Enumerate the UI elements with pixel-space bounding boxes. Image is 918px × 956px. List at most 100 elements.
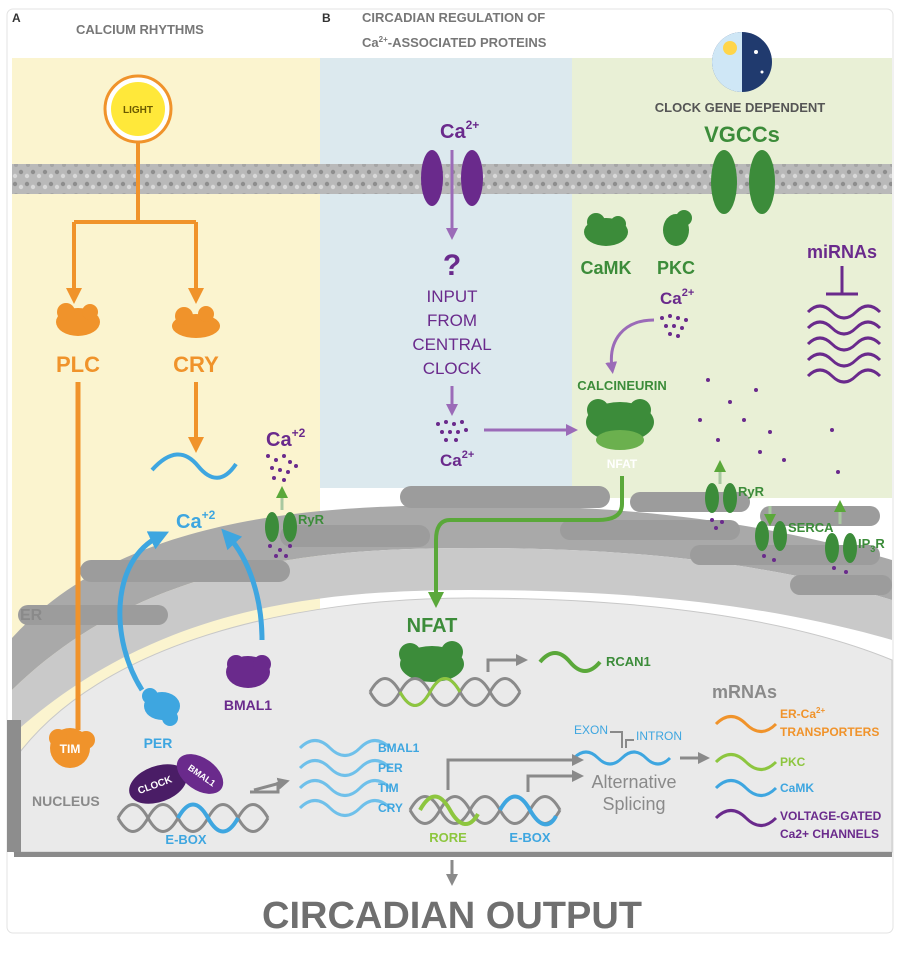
ca-dots-clock [660,314,688,338]
nfat-small-label: NFAT [607,457,638,471]
plc-label: PLC [56,352,100,377]
ca-central-top: Ca2+ [440,118,479,143]
ryr-channel-a [265,512,297,542]
panel-a-title: CALCIUM RHYTHMS [76,22,204,37]
serca-label: SERCA [788,520,834,535]
ebox-label-b: E-BOX [509,830,551,845]
legend-swatch-er-ca [714,715,778,733]
vgcc-channel [711,150,775,214]
panel-b-letter: B [322,11,331,25]
mirnas-label: miRNAs [807,242,877,262]
tim-label: TIM [60,742,81,756]
ryr-channel-b [705,483,737,513]
clock-protein [129,764,187,804]
ca-dots-er-a [268,544,292,558]
nfat-binding-site [398,677,462,707]
rcan1-label: RCAN1 [606,654,651,669]
ca-clock-label: Ca2+ [660,287,694,308]
ca-center-label: Ca+2 [176,508,216,533]
clock-gene-dependent-label: CLOCK GENE DEPENDENT [655,100,826,115]
question-icon: ? [443,249,461,282]
bmal1-label: BMAL1 [224,697,272,713]
legend-label-pkc: PKC [780,755,806,769]
rore-splicing-arrow [446,754,584,790]
rore-label: RORE [429,830,467,845]
input-line-1: INPUT [427,287,478,306]
rcan1-transcription-arrow [486,654,528,672]
per-ca-arrow [117,531,170,692]
panel-a-letter: A [12,11,21,25]
plc-protein [56,303,100,336]
gene-cry: CRY [378,801,403,815]
ip3r-channel [825,533,857,563]
per-protein [142,688,180,726]
ryr-label-b: RyR [738,484,765,499]
nfat-translocation-arrow [428,476,624,608]
cry-label: CRY [173,352,219,377]
input-line-3: CENTRAL [412,335,491,354]
legend-title: mRNAs [712,682,777,702]
input-line-4: CLOCK [423,359,482,378]
ca-dots-a [266,454,298,482]
ebox-dna-a [176,802,240,834]
alternative-line-1: Alternative [591,772,676,792]
legend-label-vgcc-2: Ca2+ CHANNELS [780,827,879,841]
legend-swatch-vgcc [714,809,778,827]
spliced-mrna [572,750,672,766]
camk-label: CaMK [580,258,631,278]
central-channel [421,150,483,206]
gene-tim: TIM [378,781,399,795]
ebox-splicing-arrow [526,770,584,792]
er-lumen [12,548,892,735]
serca-channel [755,521,787,551]
per-label: PER [144,735,173,751]
ca-calcineurin-arrow [605,318,655,374]
input-line-2: FROM [427,311,477,330]
exon-intron-brackets [610,731,634,748]
bmal1-protein [226,655,271,688]
cry-mrna [150,452,238,480]
gene-per: PER [378,761,403,775]
output-bar [14,852,892,857]
nucleus-label: NUCLEUS [32,793,100,809]
vgccs-label: VGCCs [704,122,780,147]
legend-label-camk: CaMK [780,781,814,795]
legend-label-er-ca: ER-Ca2+ [780,706,825,721]
legend-label-vgcc: VOLTAGE-GATED [780,809,882,823]
ca-central-bottom: Ca2+ [440,449,474,470]
panel-b-central-background [320,58,572,488]
clock-mrnas [298,739,392,817]
pkc-label: PKC [657,258,695,278]
mirna-inhibition [826,266,858,296]
exon-label: EXON [574,723,608,737]
intron-label: INTRON [636,729,682,743]
light-arrows [66,143,204,304]
calcineurin-label: CALCINEURIN [577,378,667,393]
cry-protein [172,306,220,338]
pkc-protein [663,210,692,246]
light-bulb-icon [103,74,173,144]
ebox-label-a: E-BOX [165,832,207,847]
circadian-output-label: CIRCADIAN OUTPUT [262,895,642,937]
light-label: LIGHT [123,105,153,116]
rcan1-mrna [538,651,602,673]
ryr-label-a: RyR [298,512,325,527]
transcription-arrow-a [253,777,290,792]
legend-label-er-ca-2: TRANSPORTERS [780,725,879,739]
panel-b-title-line2: Ca2+-ASSOCIATED PROTEINS [362,35,547,50]
legend-swatch-camk [714,779,778,797]
tim-protein [49,728,95,768]
gene-bmal1: BMAL1 [378,741,420,755]
rore-element [418,794,480,826]
camk-protein [584,213,628,246]
nfat-label: NFAT [407,615,458,637]
ca-dots-scatter [698,378,840,474]
legend-swatch-pkc [714,753,778,771]
panel-b-title-line1: CIRCADIAN REGULATION OF [362,10,545,25]
ca-top-label: Ca+2 [266,426,306,451]
er-label: ER [20,607,43,624]
ca-dots-er-b [710,518,848,574]
calcineurin-protein [586,399,654,450]
bmal1-small-protein [176,754,224,794]
